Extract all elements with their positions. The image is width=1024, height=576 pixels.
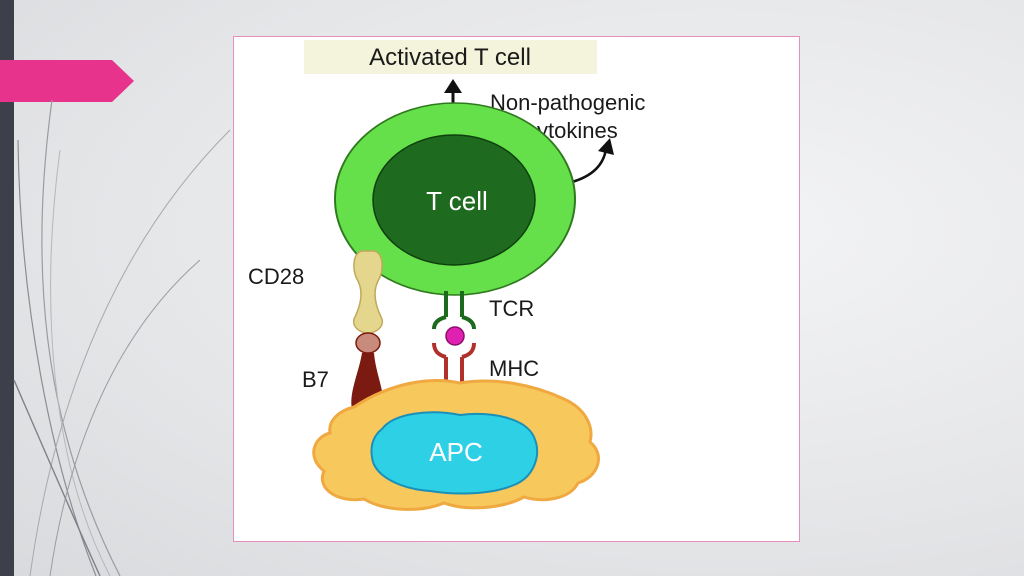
cd28-label: CD28 [248, 264, 304, 289]
diagram-frame: Activated T cell Non-pathogenic cytokine… [233, 36, 800, 542]
mhc-label: MHC [489, 356, 539, 381]
diagram-title: Activated T cell [369, 44, 531, 71]
tcr-receptor [432, 291, 476, 330]
b7-label: B7 [302, 367, 329, 392]
t-cell-activation-diagram: Activated T cell Non-pathogenic cytokine… [248, 40, 645, 511]
cytokine-arrow-icon [571, 138, 614, 184]
slide-decorative-curves [13, 99, 231, 576]
cd28-receptor [352, 250, 384, 334]
b7-ligand-head [355, 332, 381, 354]
title-highlight [304, 40, 597, 74]
apc-label: APC [429, 437, 482, 467]
cytokines-label-line1: Non-pathogenic [490, 90, 645, 115]
slide-sidebar-bar [0, 0, 14, 576]
apc-nucleus [370, 411, 539, 495]
t-cell-nucleus [372, 134, 536, 266]
t-cell-label: T cell [426, 186, 488, 216]
antigen-peptide [445, 326, 465, 346]
tcr-label: TCR [489, 296, 534, 321]
slide-accent-tab [0, 60, 134, 102]
